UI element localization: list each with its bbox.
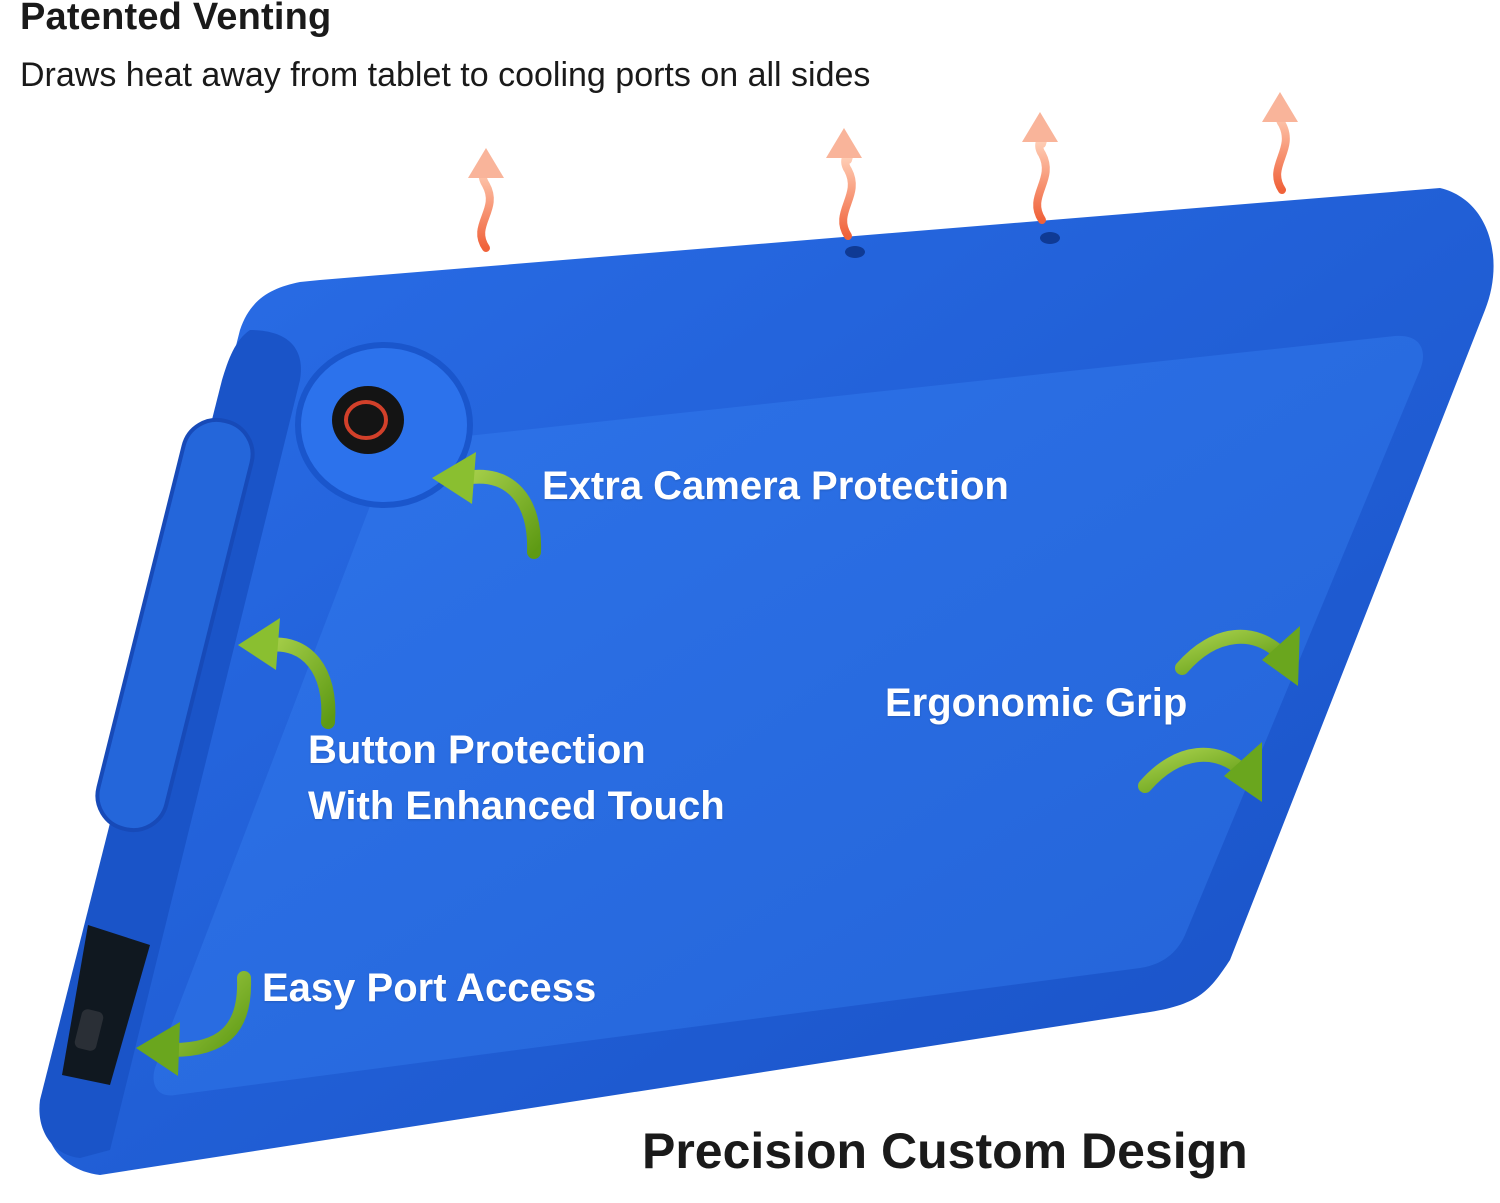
case-inner-panel (153, 335, 1423, 1096)
usb-port (74, 1009, 104, 1051)
grip-callout-arrow (1175, 626, 1300, 686)
button-cover (95, 417, 255, 833)
grip-callout-arrow (1138, 742, 1262, 802)
header-subtitle: Draws heat away from tablet to cooling p… (20, 56, 871, 94)
heat-arrow (468, 148, 504, 252)
vent-hole (1040, 232, 1060, 244)
button-callout-arrow (238, 618, 336, 729)
heat-arrow (1262, 92, 1298, 194)
footer-title: Precision Custom Design (642, 1123, 1248, 1179)
enhanced-touch-label: With Enhanced Touch (308, 784, 725, 828)
camera-callout-arrow (432, 452, 542, 559)
port-callout-arrow (136, 971, 252, 1076)
ergonomic-grip-label: Ergonomic Grip (885, 681, 1188, 725)
button-protection-label: Button Protection (308, 728, 646, 772)
port-access-label: Easy Port Access (262, 966, 597, 1010)
heat-arrow (1022, 112, 1058, 224)
camera-lens (332, 386, 404, 454)
header-title: Patented Venting (20, 0, 332, 38)
camera-lens-ring (344, 400, 388, 440)
vent-hole (845, 246, 865, 258)
heat-arrow (826, 128, 862, 240)
camera-protection-label: Extra Camera Protection (542, 464, 1009, 508)
